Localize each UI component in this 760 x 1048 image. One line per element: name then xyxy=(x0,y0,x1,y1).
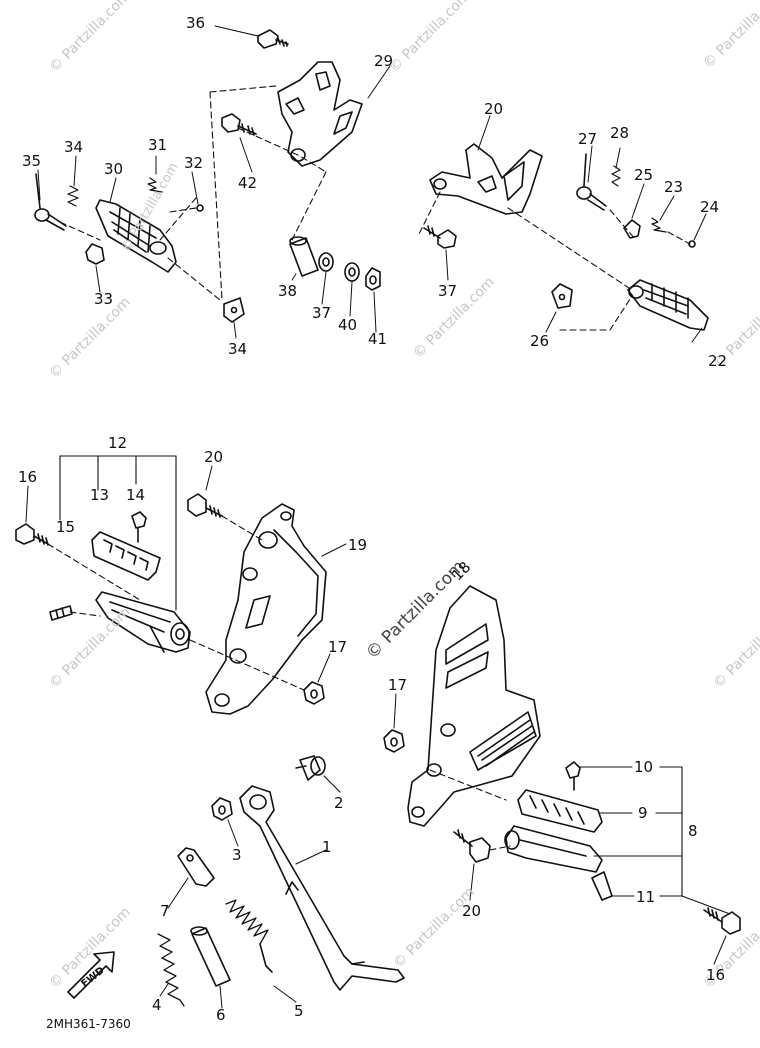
bolt-37-right xyxy=(423,225,457,249)
callout-17: 17 xyxy=(328,638,348,656)
callout-3: 3 xyxy=(232,846,242,864)
callout-37: 36 xyxy=(186,14,206,32)
callout-30: 30 xyxy=(104,160,124,178)
footpeg-30 xyxy=(95,199,177,273)
pin-35 xyxy=(34,173,67,231)
callout-20: 20 xyxy=(204,448,224,466)
pin-27 xyxy=(576,153,607,211)
callout-12: 12 xyxy=(108,434,128,452)
bolt-20-upper xyxy=(187,493,223,518)
sleeve-6 xyxy=(190,926,231,987)
bolt-37-top xyxy=(257,29,289,49)
callout-7: 7 xyxy=(160,902,170,920)
callout-40: 40 xyxy=(338,316,358,334)
footrest-bracket-18 xyxy=(407,585,541,827)
washer-40 xyxy=(344,262,360,282)
plate-34 xyxy=(223,297,245,323)
callout-35: 35 xyxy=(22,152,42,170)
spring-5 xyxy=(225,899,273,973)
pin-15 xyxy=(49,605,73,621)
callout-13: 13 xyxy=(90,486,110,504)
callout-32: 32 xyxy=(184,154,204,172)
rear-footrest-bracket-21 xyxy=(429,143,543,215)
callout-17: 17 xyxy=(388,676,408,694)
callout-23: 23 xyxy=(664,178,684,196)
nut-17-right xyxy=(383,729,405,753)
callout-41: 41 xyxy=(368,330,388,348)
fwd-arrow xyxy=(67,951,115,999)
callout-14: 14 xyxy=(126,486,146,504)
callout-39: 38 xyxy=(278,282,298,300)
callout-16: 16 xyxy=(706,966,726,984)
footpeg-rubber-9 xyxy=(517,789,603,833)
bolt-2 xyxy=(295,755,326,781)
nut-17-upper xyxy=(303,681,325,705)
callout-36: 34 xyxy=(64,138,84,156)
spring-28 xyxy=(611,165,621,187)
bush-38 xyxy=(318,252,334,272)
callout-28: 28 xyxy=(610,124,630,142)
callout-1: 1 xyxy=(322,838,332,856)
bolt-20-lower xyxy=(453,829,491,863)
callout-42: 42 xyxy=(238,174,258,192)
nut-3 xyxy=(211,797,233,821)
footpeg-12 xyxy=(95,591,191,653)
callout-8: 8 xyxy=(688,822,698,840)
callout-16: 16 xyxy=(18,468,38,486)
nut-41 xyxy=(365,267,381,291)
spring-4 xyxy=(157,933,185,1007)
callout-26: 26 xyxy=(530,332,550,350)
footpeg-22 xyxy=(627,279,709,331)
callout-33: 33 xyxy=(94,290,114,308)
spring-23 xyxy=(651,217,667,233)
callout-29: 29 xyxy=(374,52,394,70)
bolt-16-left xyxy=(15,523,49,546)
callout-11: 11 xyxy=(636,888,656,906)
footpeg-rubber-13 xyxy=(91,531,161,581)
pin-11 xyxy=(591,871,613,901)
rear-footrest-bracket-29 xyxy=(277,61,363,167)
bolt-42 xyxy=(221,113,257,136)
callout-9: 9 xyxy=(638,804,648,822)
cap-25 xyxy=(623,219,641,239)
callout-25: 25 xyxy=(634,166,654,184)
callout-31: 31 xyxy=(148,136,168,154)
callout-24: 24 xyxy=(700,198,720,216)
callout-21: 20 xyxy=(484,100,504,118)
footrest-bracket-19 xyxy=(205,503,327,715)
cap-33 xyxy=(85,243,105,265)
callout-27: 27 xyxy=(578,130,598,148)
sidestand-1 xyxy=(239,785,405,991)
callout-19: 19 xyxy=(348,536,368,554)
callout-2: 2 xyxy=(334,794,344,812)
callout-34: 34 xyxy=(228,340,248,358)
callout-6: 6 xyxy=(216,1006,226,1024)
plate-26 xyxy=(551,283,573,309)
screw-14 xyxy=(131,511,147,543)
part-code: 2MH361-7360 xyxy=(46,1017,131,1031)
ball-32 xyxy=(196,204,204,212)
spring-31 xyxy=(147,177,163,193)
callout-22: 22 xyxy=(708,352,728,370)
callout-10: 10 xyxy=(634,758,654,776)
spring-36 xyxy=(67,185,79,207)
footpeg-8 xyxy=(504,825,603,873)
bracket-7 xyxy=(177,847,215,887)
callout-15: 15 xyxy=(56,518,76,536)
callout-5: 5 xyxy=(294,1002,304,1020)
callout-20: 20 xyxy=(462,902,482,920)
callout-37: 37 xyxy=(438,282,458,300)
bolt-16-right xyxy=(703,907,741,935)
collar-39 xyxy=(289,236,319,277)
screw-10 xyxy=(565,761,581,791)
callout-38: 37 xyxy=(312,304,332,322)
callout-4: 4 xyxy=(152,996,162,1014)
